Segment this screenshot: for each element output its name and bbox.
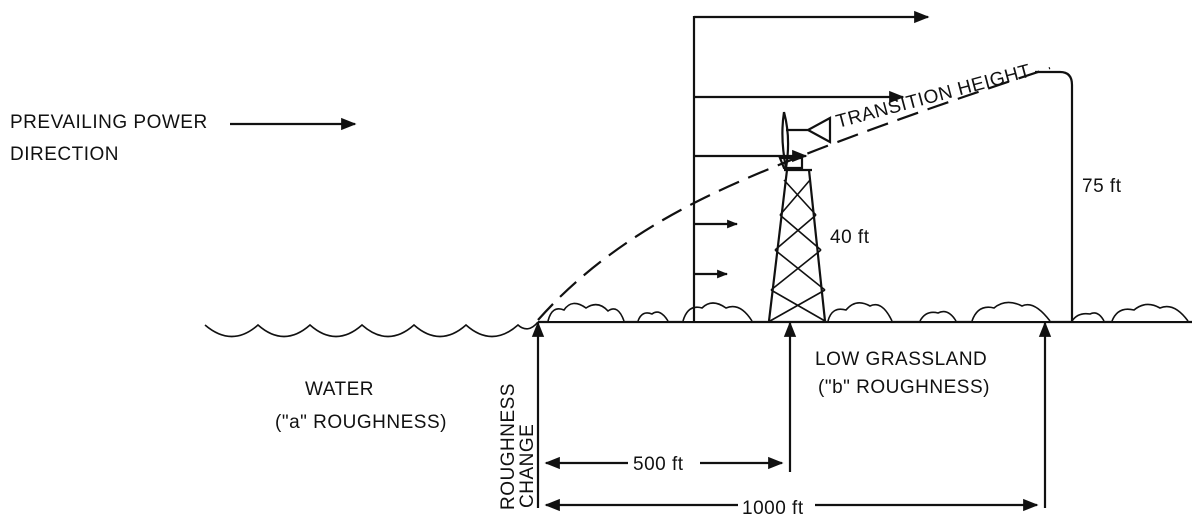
transition-height-curve [537, 66, 1051, 321]
prevailing-direction-label-2: DIRECTION [10, 144, 119, 165]
grassland-bushes [547, 301, 1189, 322]
wind-turbine [767, 111, 832, 322]
dimension-500-label: 500 ft [633, 454, 684, 475]
water-label: WATER [305, 379, 374, 400]
grassland-label: LOW GRASSLAND [815, 349, 987, 370]
water-roughness-label: ("a" ROUGHNESS) [275, 412, 447, 433]
roughness-change-label-2: CHANGE [517, 424, 538, 508]
water-waves [204, 321, 539, 338]
prevailing-direction-label-1: PREVAILING POWER [10, 112, 208, 133]
roughness-change-label-1: ROUGHNESS [498, 383, 519, 510]
tower-height-label: 40 ft [830, 227, 870, 248]
grassland-roughness-label: ("b" ROUGHNESS) [818, 377, 990, 398]
dimension-1000-label: 1000 ft [742, 498, 804, 519]
transition-height-bracket [1035, 70, 1074, 321]
transition-rise-label: 75 ft [1082, 176, 1122, 197]
ground-markers [531, 321, 1052, 508]
